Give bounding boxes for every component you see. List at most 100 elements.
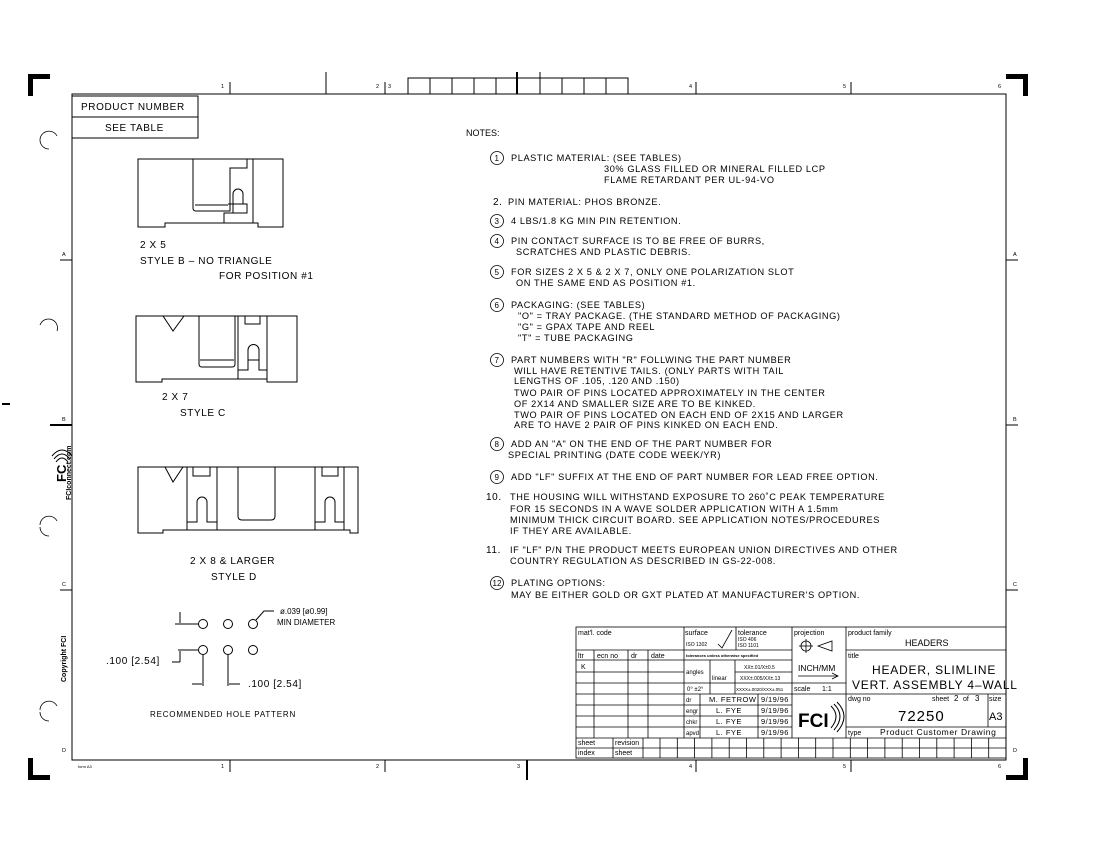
drawing-type: Product Customer Drawing xyxy=(880,727,996,737)
sheet-index-label: sheet xyxy=(578,740,595,747)
note-line: TWO PAIR OF PINS LOCATED APPROXIMATELY I… xyxy=(514,388,825,398)
signature-date: 9/19/96 xyxy=(761,728,789,737)
signature-name: L. FYE xyxy=(716,706,742,715)
bottom-zone-labels: 1 2 3 4 5 6 form A3 xyxy=(78,764,1001,770)
bottom-zone-marks xyxy=(229,760,852,780)
note-line: THE HOUSING WILL WITHSTAND EXPOSURE TO 2… xyxy=(510,492,885,502)
zone-label: 3 xyxy=(388,84,391,90)
signature-name: L. FYE xyxy=(716,728,742,737)
horizontal-pitch-label: .100 [2.54] xyxy=(248,679,302,690)
vertical-pitch-label: .100 [2.54] xyxy=(106,656,160,667)
zone-label: 4 xyxy=(689,764,692,770)
projection-symbol-icon xyxy=(798,639,839,680)
note-number-circle xyxy=(490,214,504,228)
sheet-count: 3 xyxy=(975,694,980,703)
view-style-d xyxy=(137,466,359,534)
view-label: 2 X 7 xyxy=(162,392,188,403)
product-number-box: PRODUCT NUMBER SEE TABLE xyxy=(71,95,199,139)
note-line: FOR SIZES 2 X 5 & 2 X 7, ONLY ONE POLARI… xyxy=(511,267,794,277)
note-line: MAY BE EITHER GOLD OR GXT PLATED AT MANU… xyxy=(511,590,860,600)
top-zone-labels: 1 2 3 4 5 6 xyxy=(221,84,1001,90)
note-number: 12 xyxy=(493,579,502,588)
fci-margin-logo: FC xyxy=(51,449,73,482)
dwg-no-label: dwg no xyxy=(848,696,871,703)
type-label: type xyxy=(848,730,861,737)
note-item: 2. PIN MATERIAL: PHOS BRONZE. xyxy=(493,197,661,208)
note-number: 7 xyxy=(495,356,500,365)
note-line: PART NUMBERS WITH "R" FOLLWING THE PART … xyxy=(511,355,791,365)
view-label: STYLE B – NO TRIANGLE xyxy=(140,256,272,267)
tolerance-label: tolerance xyxy=(738,630,767,637)
sheet-label: sheet xyxy=(932,696,949,703)
corner-marks xyxy=(28,74,1028,780)
linear-tolerance: XXX±.005/XX±.13 xyxy=(740,676,780,682)
note-line: SCRATCHES AND PLASTIC DEBRIS. xyxy=(516,247,691,257)
zone-label: 2 xyxy=(376,764,379,770)
note-line: ON THE SAME END AS POSITION #1. xyxy=(516,278,696,288)
side-zone-marks xyxy=(2,259,1018,591)
signature-date: 9/19/96 xyxy=(761,717,789,726)
zone-label: C xyxy=(1013,582,1017,588)
note-line: ARE TO HAVE 2 PAIR OF PINS KINKED ON EAC… xyxy=(514,420,778,430)
zone-label: D xyxy=(62,748,66,754)
svg-text:FC: FC xyxy=(54,464,69,482)
note-line: ADD AN "A" ON THE END OF THE PART NUMBER… xyxy=(511,439,772,449)
revision-letter: K xyxy=(581,664,586,671)
note-number-circle xyxy=(490,576,504,590)
signature-role: apvd xyxy=(686,731,699,737)
title-block-grid xyxy=(575,626,1007,759)
note-line: PIN CONTACT SURFACE IS TO BE FREE OF BUR… xyxy=(511,236,765,246)
note-line: PIN MATERIAL: PHOS BRONZE. xyxy=(508,197,661,207)
zone-label: B xyxy=(62,417,66,423)
product-number-value: SEE TABLE xyxy=(105,123,164,134)
copyright-text: Copyright FCI xyxy=(61,636,68,682)
punch-hole-marks xyxy=(39,130,58,722)
projection-label: projection xyxy=(794,630,824,637)
note-number-circle xyxy=(490,298,504,312)
scale-value: 1:1 xyxy=(822,686,832,693)
angle-tolerance: 0° ±2° xyxy=(687,687,704,693)
signature-date: 9/19/96 xyxy=(761,695,789,704)
note-line: TWO PAIR OF PINS LOCATED ON EACH END OF … xyxy=(514,410,844,420)
note-number: 10. xyxy=(486,492,502,503)
linear-tolerance: XX±.01/X±0.5 xyxy=(744,665,775,671)
linear-tolerance: XXXX±.0020/XXX±.051 xyxy=(736,687,784,692)
note-number: 2. xyxy=(493,197,503,208)
hole-diameter-label: ø.039 [ø0.99] xyxy=(280,607,328,616)
drawing-number: 72250 xyxy=(898,708,945,725)
zone-label: 6 xyxy=(998,84,1001,90)
drawing-title-line1: HEADER, SLIMLINE xyxy=(872,663,996,677)
signature-date: 9/19/96 xyxy=(761,706,789,715)
zone-label: 4 xyxy=(689,84,692,90)
side-zone-labels: A B C D A B C D xyxy=(62,252,1017,754)
note-line: COUNTRY REGULATION AS DESCRIBED IN GS-22… xyxy=(510,556,776,566)
note-line: IF THEY ARE AVAILABLE. xyxy=(510,526,632,536)
note-number-circle xyxy=(490,437,504,451)
zone-label: 5 xyxy=(843,84,846,90)
zone-label: A xyxy=(62,252,66,258)
title-block: mat'l. code surface ISO 1302 tolerance I… xyxy=(575,626,1017,759)
of-label: of xyxy=(963,696,969,703)
note-number: 5 xyxy=(495,268,500,277)
zone-label: 6 xyxy=(998,764,1001,770)
size-value: A3 xyxy=(989,711,1002,723)
view-style-c xyxy=(135,315,298,383)
zone-label: B xyxy=(1013,417,1017,423)
angles-label: angles xyxy=(686,670,704,676)
zone-label: 2 xyxy=(376,84,379,90)
zone-label: 3 xyxy=(517,764,520,770)
hole-pattern xyxy=(172,610,274,686)
note-line: 4 LBS/1.8 KG MIN PIN RETENTION. xyxy=(511,216,681,226)
form-label: form A3 xyxy=(78,764,93,769)
note-number-circle xyxy=(490,265,504,279)
note-number: 9 xyxy=(495,473,500,482)
date-label: date xyxy=(651,653,665,660)
signature-role: engr xyxy=(686,709,698,715)
